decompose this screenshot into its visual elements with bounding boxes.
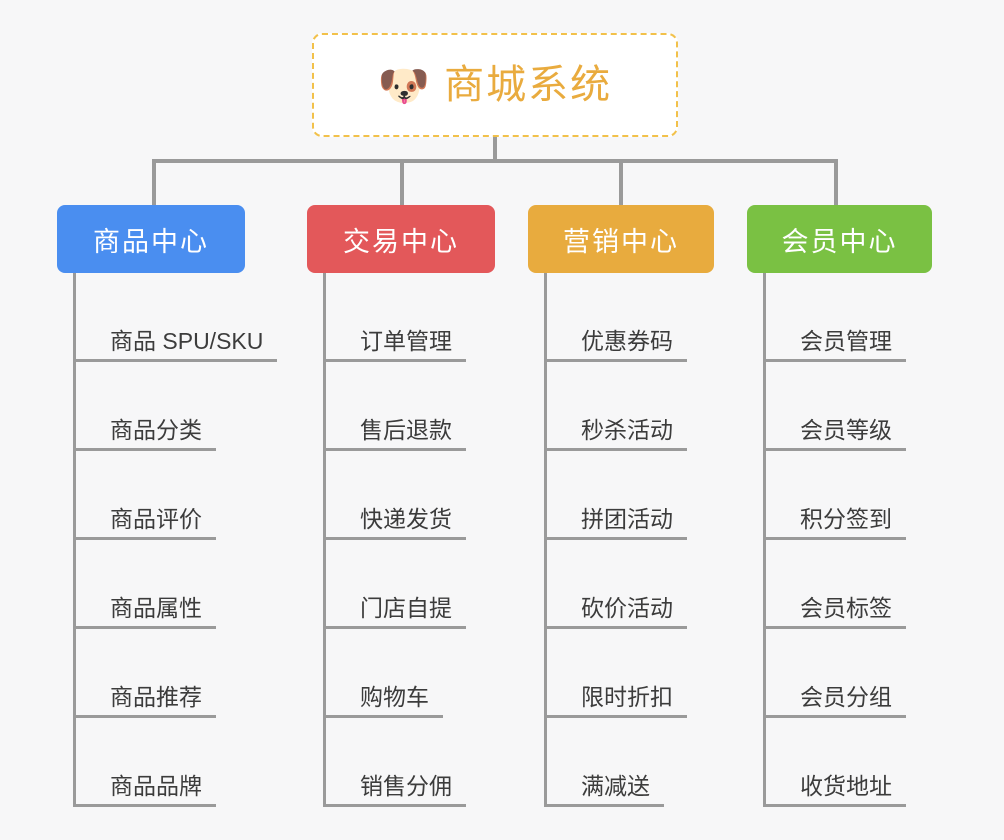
leaf-item[interactable]: 销售分佣 <box>326 718 495 807</box>
dog-face-icon: 🐶 <box>377 62 431 109</box>
leaf-item[interactable]: 商品品牌 <box>76 718 245 807</box>
leaf-item-label: 商品品牌 <box>110 773 202 799</box>
leaf-item[interactable]: 售后退款 <box>326 362 495 451</box>
leaf-item-label: 会员标签 <box>800 595 892 621</box>
leaf-item-label: 销售分佣 <box>360 773 452 799</box>
leaf-item[interactable]: 秒杀活动 <box>547 362 714 451</box>
leaf-item-label: 售后退款 <box>360 417 452 443</box>
leaf-item[interactable]: 门店自提 <box>326 540 495 629</box>
category-label: 商品中心 <box>93 226 209 257</box>
leaf-list-product-center: 商品 SPU/SKU 商品分类商品评价商品属性商品推荐商品品牌 <box>73 273 277 807</box>
leaf-item-label: 秒杀活动 <box>581 417 673 443</box>
connector-horizontal-bus <box>152 159 838 163</box>
leaf-item-underline <box>766 359 906 362</box>
root-node-title: 商城系统 <box>444 63 613 107</box>
leaf-item-label: 商品评价 <box>110 506 202 532</box>
leaf-item-underline <box>547 537 687 540</box>
leaf-item[interactable]: 购物车 <box>326 629 495 718</box>
leaf-item[interactable]: 积分签到 <box>766 451 932 540</box>
leaf-item-label: 门店自提 <box>360 595 452 621</box>
leaf-item-underline <box>766 537 906 540</box>
leaf-item[interactable]: 拼团活动 <box>547 451 714 540</box>
leaf-item-label: 商品推荐 <box>110 684 202 710</box>
leaf-item-underline <box>76 626 216 629</box>
leaf-item[interactable]: 会员管理 <box>766 273 932 362</box>
leaf-item-label: 收货地址 <box>800 773 892 799</box>
leaf-item[interactable]: 商品属性 <box>76 540 245 629</box>
leaf-item[interactable]: 快递发货 <box>326 451 495 540</box>
leaf-item-underline <box>76 448 216 451</box>
leaf-item-underline <box>326 804 466 807</box>
leaf-item-label: 商品属性 <box>110 595 202 621</box>
connector-drop-member-center <box>834 159 838 205</box>
leaf-item[interactable]: 会员分组 <box>766 629 932 718</box>
leaf-item-label: 商品分类 <box>110 417 202 443</box>
leaf-item-underline <box>766 715 906 718</box>
leaf-item[interactable]: 会员标签 <box>766 540 932 629</box>
branch-marketing-center: 营销中心 优惠券码秒杀活动拼团活动砍价活动限时折扣满减送 <box>528 205 714 807</box>
leaf-list-member-center: 会员管理会员等级积分签到会员标签会员分组收货地址 <box>763 273 932 807</box>
leaf-item-label: 会员管理 <box>800 328 892 354</box>
category-header-product-center[interactable]: 商品中心 <box>57 205 245 273</box>
leaf-item-underline <box>766 448 906 451</box>
leaf-item-underline <box>326 626 466 629</box>
leaf-list-trade-center: 订单管理售后退款快递发货门店自提购物车销售分佣 <box>323 273 495 807</box>
connector-drop-product-center <box>152 159 156 205</box>
leaf-item-underline <box>76 804 216 807</box>
leaf-item-label: 积分签到 <box>800 506 892 532</box>
leaf-item-label: 优惠券码 <box>581 328 673 354</box>
leaf-item[interactable]: 商品分类 <box>76 362 245 451</box>
leaf-item-label: 快递发货 <box>360 506 452 532</box>
leaf-item-underline <box>326 715 443 718</box>
leaf-item-label: 商品 SPU/SKU <box>110 328 264 354</box>
leaf-item[interactable]: 订单管理 <box>326 273 495 362</box>
leaf-item[interactable]: 限时折扣 <box>547 629 714 718</box>
root-node-shop-system[interactable]: 🐶 商城系统 <box>312 33 678 137</box>
leaf-item-label: 会员等级 <box>800 417 892 443</box>
connector-root-stem <box>493 137 497 162</box>
leaf-item-label: 限时折扣 <box>581 684 673 710</box>
leaf-item-label: 满减送 <box>581 773 650 799</box>
connector-drop-trade-center <box>400 159 404 205</box>
leaf-item-underline <box>76 537 216 540</box>
category-header-marketing-center[interactable]: 营销中心 <box>528 205 714 273</box>
leaf-item[interactable]: 商品评价 <box>76 451 245 540</box>
leaf-item-underline <box>547 804 664 807</box>
leaf-item[interactable]: 收货地址 <box>766 718 932 807</box>
leaf-item-underline <box>547 448 687 451</box>
branch-trade-center: 交易中心 订单管理售后退款快递发货门店自提购物车销售分佣 <box>307 205 495 807</box>
branch-member-center: 会员中心 会员管理会员等级积分签到会员标签会员分组收货地址 <box>747 205 932 807</box>
leaf-item-label: 会员分组 <box>800 684 892 710</box>
leaf-item-underline <box>547 715 687 718</box>
leaf-item-underline <box>76 715 216 718</box>
leaf-item-underline <box>326 359 466 362</box>
category-label: 营销中心 <box>563 226 679 257</box>
leaf-item-underline <box>547 626 687 629</box>
branch-product-center: 商品中心 商品 SPU/SKU 商品分类商品评价商品属性商品推荐商品品牌 <box>57 205 277 807</box>
leaf-item[interactable]: 商品推荐 <box>76 629 245 718</box>
leaf-item-underline <box>76 359 277 362</box>
leaf-item[interactable]: 商品 SPU/SKU <box>76 273 277 362</box>
connector-drop-marketing-center <box>619 159 623 205</box>
leaf-item-label: 拼团活动 <box>581 506 673 532</box>
leaf-item[interactable]: 满减送 <box>547 718 714 807</box>
leaf-item-label: 砍价活动 <box>581 595 673 621</box>
leaf-item-underline <box>326 537 466 540</box>
leaf-item[interactable]: 优惠券码 <box>547 273 714 362</box>
leaf-item[interactable]: 砍价活动 <box>547 540 714 629</box>
category-label: 会员中心 <box>781 226 898 257</box>
leaf-item-label: 购物车 <box>360 684 429 710</box>
leaf-item-underline <box>547 359 687 362</box>
leaf-item[interactable]: 会员等级 <box>766 362 932 451</box>
category-header-member-center[interactable]: 会员中心 <box>747 205 932 273</box>
leaf-item-underline <box>766 804 906 807</box>
leaf-item-underline <box>326 448 466 451</box>
leaf-list-marketing-center: 优惠券码秒杀活动拼团活动砍价活动限时折扣满减送 <box>544 273 714 807</box>
leaf-item-label: 订单管理 <box>360 328 452 354</box>
category-label: 交易中心 <box>343 226 459 257</box>
leaf-item-underline <box>766 626 906 629</box>
category-header-trade-center[interactable]: 交易中心 <box>307 205 495 273</box>
